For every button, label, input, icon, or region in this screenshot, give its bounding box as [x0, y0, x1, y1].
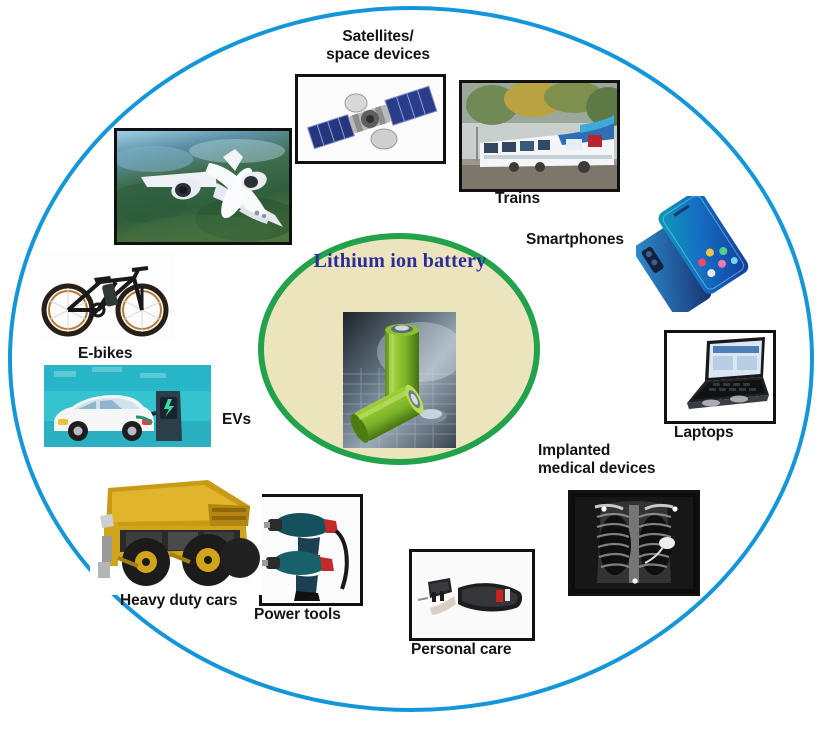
- application-node-laptops: Laptops: [664, 330, 776, 441]
- center-battery-node: [343, 312, 456, 448]
- caption-trains: Trains: [495, 190, 541, 207]
- caption-laptops: Laptops: [674, 424, 734, 441]
- application-node-evs: EVs: [44, 365, 251, 447]
- application-node-personal-care: Personal care: [409, 549, 535, 658]
- airplane-image: [114, 128, 292, 245]
- application-node-e-bikes: E-bikes: [38, 252, 175, 362]
- application-node-power-tools: Power tools: [254, 494, 363, 623]
- mining-truck-image: [90, 470, 262, 595]
- application-node-heavy-duty-cars: Heavy duty cars: [90, 470, 262, 609]
- hair-clipper-image: [409, 549, 535, 641]
- application-node-satellites: Satellites/ space devices: [295, 28, 446, 164]
- lithium-ion-battery-image: [343, 312, 456, 448]
- application-node-implanted-medical-devices: Implanted medical devices: [538, 442, 700, 596]
- electric-bicycle-image: [38, 252, 175, 340]
- satellite-image: [295, 74, 446, 164]
- application-node-aircraft: [114, 128, 292, 245]
- caption-power-tools: Power tools: [254, 606, 341, 623]
- center-label: Lithium ion battery: [313, 250, 487, 272]
- caption-e-bikes: E-bikes: [78, 345, 133, 362]
- caption-implanted-medical-devices: Implanted medical devices: [538, 442, 656, 477]
- train-image: [459, 80, 620, 192]
- caption-smartphones: Smartphones: [526, 231, 624, 248]
- electric-car-image: [44, 365, 211, 447]
- power-drill-image: [259, 494, 363, 606]
- laptop-image: [664, 330, 776, 424]
- caption-evs: EVs: [222, 411, 251, 428]
- caption-satellites: Satellites/ space devices: [326, 28, 430, 63]
- application-node-trains: Trains: [459, 80, 620, 207]
- smartphone-image: [636, 196, 750, 312]
- caption-heavy-duty-cars: Heavy duty cars: [120, 592, 238, 609]
- chest-xray-image: [568, 490, 700, 596]
- caption-personal-care: Personal care: [411, 641, 512, 658]
- application-node-smartphones: Smartphones: [526, 196, 750, 312]
